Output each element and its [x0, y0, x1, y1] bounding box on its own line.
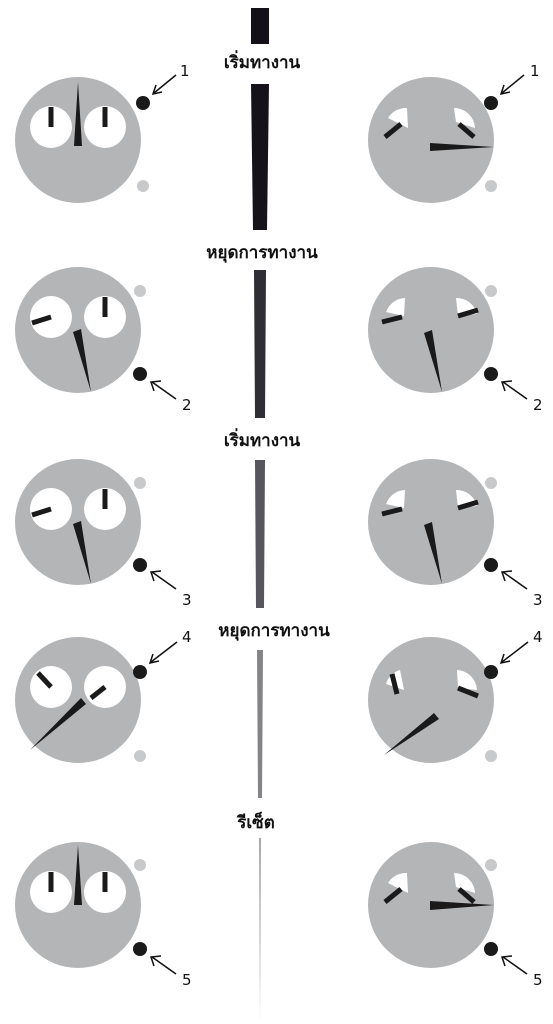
button-1: [484, 367, 498, 381]
button-2: [485, 477, 497, 489]
stopwatch-left-row-4: [15, 637, 147, 763]
button-2: [134, 859, 146, 871]
arrow-right-row-5: [500, 955, 528, 975]
number-1-right: 1: [530, 62, 540, 80]
button-2: [485, 859, 497, 871]
arrow-left-row-4: [148, 641, 178, 665]
arrow-right-row-3: [500, 570, 528, 590]
button-1: [484, 96, 498, 110]
button-2: [137, 180, 149, 192]
arrow-left-row-3: [149, 570, 177, 590]
arrow-right-row-1: [499, 74, 525, 96]
number-1-left: 1: [180, 62, 190, 80]
stopwatch-left-row-3: [15, 459, 147, 585]
number-3-left: 3: [182, 591, 192, 609]
number-5-right: 5: [533, 971, 543, 989]
arrow-left-row-2: [149, 380, 177, 400]
button-2: [485, 285, 497, 297]
stopwatch-left-row-1: [15, 77, 150, 203]
number-3-right: 3: [533, 591, 543, 609]
stopwatch-left-row-2: [15, 267, 147, 393]
step-label-reset: รีเซ็ต: [236, 810, 274, 833]
stopwatch-right-row-4: [368, 637, 498, 763]
stopwatch-right-row-2: [368, 267, 498, 393]
arrow-right-row-2: [500, 380, 528, 400]
number-5-left: 5: [182, 971, 192, 989]
button-1: [484, 558, 498, 572]
stopwatch-right-row-1: [368, 77, 498, 203]
button-1: [133, 942, 147, 956]
number-4-left: 4: [182, 628, 192, 646]
timeline: [251, 8, 269, 1022]
arrow-left-row-5: [149, 955, 177, 975]
step-label-start-2: เริ่มทางาน: [224, 428, 301, 451]
button-1: [133, 558, 147, 572]
button-1: [133, 367, 147, 381]
button-2: [485, 180, 497, 192]
arrow-left-row-1: [151, 74, 177, 96]
stopwatch-right-row-3: [368, 459, 498, 585]
number-2-left: 2: [182, 396, 192, 414]
button-2: [134, 750, 146, 762]
button-2: [485, 750, 497, 762]
step-label-start-1: เริ่มทางาน: [224, 50, 301, 73]
button-2: [134, 477, 146, 489]
button-1: [133, 665, 147, 679]
step-label-stop-2: หยุดการทางาน: [218, 621, 330, 641]
stopwatch-left-row-5: [15, 842, 147, 968]
number-4-right: 4: [533, 628, 543, 646]
step-label-stop-1: หยุดการทางาน: [206, 243, 318, 263]
button-2: [134, 285, 146, 297]
number-2-right: 2: [533, 396, 543, 414]
button-1: [484, 665, 498, 679]
stopwatch-right-row-5: [368, 842, 498, 968]
button-1: [136, 96, 150, 110]
button-1: [484, 942, 498, 956]
arrow-right-row-4: [499, 641, 529, 665]
